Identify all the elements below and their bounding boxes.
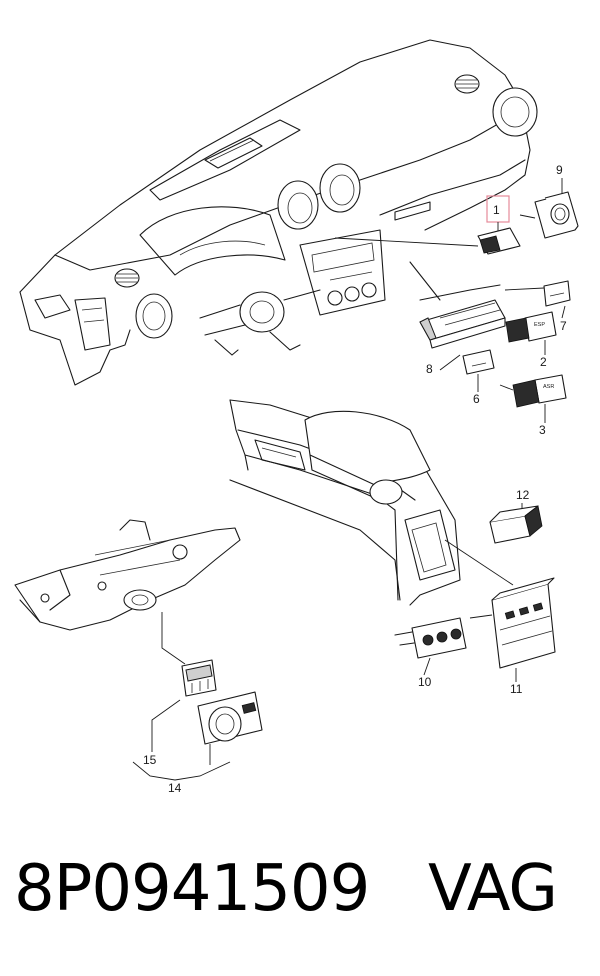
callout-14: 14: [168, 781, 182, 795]
asr-label: ASR: [543, 384, 554, 390]
callout-12: 12: [516, 488, 530, 502]
part-9-light-switch: 9: [519, 163, 579, 239]
callout-6: 6: [473, 392, 480, 406]
part-8-switch-carrier: 8: [419, 299, 506, 376]
part-14-light-switch: 14: [132, 691, 263, 795]
part-number: 8P0941509: [14, 852, 370, 926]
part-15-connector: 15: [143, 659, 217, 767]
callout-7: 7: [560, 319, 567, 333]
speaker-grille-left: [114, 268, 140, 288]
brand-name: VAG: [428, 852, 558, 926]
centre-console: [229, 399, 514, 619]
callout-15: 15: [143, 753, 157, 767]
callout-11: 11: [510, 682, 523, 696]
callout-3: 3: [539, 423, 546, 437]
callout-10: 10: [418, 675, 432, 689]
dashboard-assembly: [19, 39, 538, 386]
callout-8: 8: [426, 362, 433, 376]
part-6-blank-cap: 6: [462, 349, 495, 406]
part-3-asr-switch: ASR 3: [499, 374, 567, 437]
part-1-switch: 1: [477, 195, 521, 255]
part-10-wiring-switch: 10: [394, 617, 467, 689]
speaker-grille-right: [454, 74, 480, 94]
part-2-esp-switch: ESP 2: [505, 311, 557, 369]
callout-9: 9: [556, 163, 563, 177]
part-12-switch: 12: [489, 488, 543, 544]
part-7-blank-cap: 7: [504, 280, 571, 333]
part-11-control-panel: 11: [491, 577, 556, 696]
callout-1: 1: [493, 203, 500, 217]
esp-label: ESP: [534, 322, 545, 328]
callout-2: 2: [540, 355, 547, 369]
lower-left-bracket: [14, 519, 241, 665]
